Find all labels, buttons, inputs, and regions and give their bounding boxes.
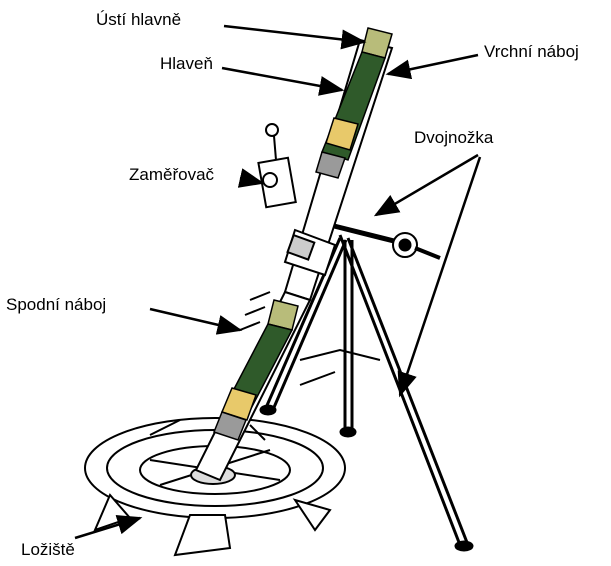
leader-lower-round	[150, 309, 240, 330]
label-upper-round: Vrchní náboj	[484, 43, 579, 60]
label-sight: Zaměřovač	[129, 166, 214, 183]
label-muzzle: Ústí hlavně	[96, 11, 181, 28]
label-bipod: Dvojnožka	[414, 129, 493, 146]
label-barrel: Hlaveň	[160, 55, 213, 72]
label-baseplate: Ložiště	[21, 541, 75, 558]
leader-barrel	[222, 68, 342, 90]
label-lower-round: Spodní náboj	[6, 296, 106, 313]
sight-drawing	[250, 124, 296, 207]
leader-muzzle	[224, 26, 364, 42]
leader-upper-round	[388, 55, 478, 74]
